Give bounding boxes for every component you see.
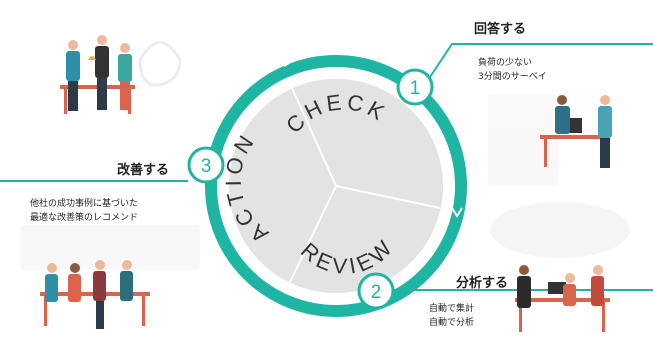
step-1-line-2: 3分間のサーベイ (478, 72, 547, 82)
analysis-team-illustration (515, 265, 610, 332)
step-2-badge: 2 (357, 272, 395, 310)
sector-divider-bottom (289, 185, 337, 283)
svg-text:2: 2 (371, 282, 382, 303)
ring-arrowheads (205, 55, 463, 267)
survey-desk-illustration (540, 95, 612, 168)
step-1-description: 負荷の少ない 3分間のサーベイ (478, 56, 547, 84)
step-3-line-2: 最適な改善策のレコメンド (30, 213, 139, 223)
step-2-title: 分析する (456, 276, 509, 291)
step-1-title: 回答する (474, 22, 527, 37)
step-2-line-1: 自動で集計 (429, 304, 475, 314)
cycle-ring (205, 55, 467, 317)
arrowhead-left (205, 257, 220, 267)
sector-divider-right (335, 185, 441, 209)
svg-text:3: 3 (201, 156, 212, 177)
step-3-title: 改善する (117, 163, 170, 178)
step-3-badge: 3 (187, 146, 225, 184)
step-1-line-1: 負荷の少ない (478, 58, 533, 68)
step-2-line-2: 自動で分析 (429, 318, 475, 328)
step-1-badge: 1 (396, 68, 434, 106)
sector-divider-top (291, 87, 337, 187)
step-3-line-1: 他社の成功事例に基づいた (30, 199, 139, 209)
arrowhead-right (451, 207, 463, 218)
svg-text:1: 1 (410, 78, 421, 99)
arrowhead-top (283, 55, 294, 67)
team-meeting-illustration (40, 260, 150, 329)
team-celebration-illustration (60, 35, 135, 114)
step-2-description: 自動で集計 自動で分析 (429, 302, 474, 330)
connector-step-1 (423, 43, 653, 87)
background-scenery (20, 41, 630, 270)
step-3-description: 他社の成功事例に基づいた 最適な改善策のレコメンド (30, 197, 138, 225)
